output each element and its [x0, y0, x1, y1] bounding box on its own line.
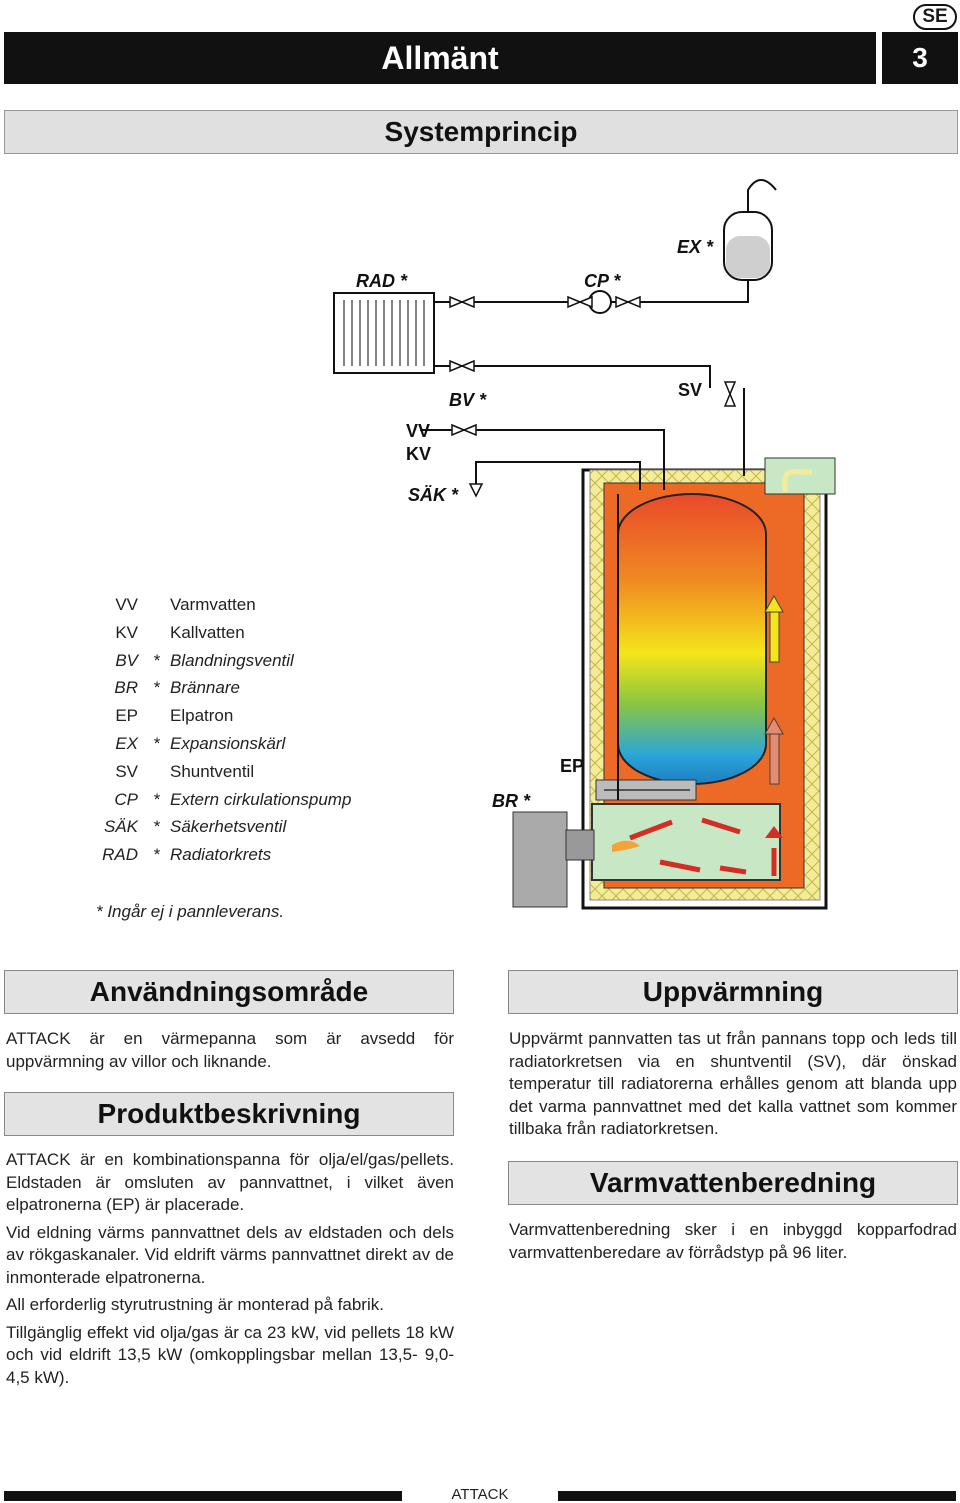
legend-abbr: BR: [114, 678, 138, 698]
legend-row: KV Kallvatten: [0, 622, 420, 644]
page-title: Allmänt: [4, 32, 876, 84]
legend-star: *: [153, 650, 161, 670]
legend-row: CP * Extern cirkulationspump: [0, 789, 420, 811]
legend-desc: Expansionskärl: [170, 734, 286, 753]
legend-abbr: RAD: [102, 845, 138, 865]
legend-desc: Kallvatten: [170, 622, 245, 642]
legend-star: *: [153, 734, 161, 753]
legend-desc: Radiatorkrets: [170, 845, 272, 865]
legend-star: *: [153, 678, 161, 698]
legend-row: RAD * Radiatorkrets: [0, 844, 420, 866]
product-paragraph: Vid eldning värms pannvattnet dels av el…: [6, 1222, 454, 1287]
top-fitting: [764, 457, 836, 495]
legend-desc: Varmvatten: [170, 595, 256, 614]
label-sak: SÄK *: [408, 485, 459, 505]
system-principle-heading: Systemprincip: [4, 110, 958, 154]
legend-desc: Blandningsventil: [170, 650, 294, 670]
legend-desc: Säkerhetsventil: [170, 817, 287, 837]
legend-abbr: CP: [114, 789, 138, 809]
product-paragraph: Tillgänglig effekt vid olja/gas är ca 23…: [6, 1322, 454, 1387]
system-diagram: RAD * CP * EX * BV * SV VV KV SÄK * BR *…: [333, 179, 836, 910]
legend-row: EP Elpatron: [0, 705, 420, 727]
page-number: 3: [882, 32, 958, 84]
hot-water-tank: [617, 493, 767, 785]
footer-bar-left: [4, 1491, 402, 1501]
legend-row: EX * Expansionskärl: [0, 733, 420, 755]
legend-abbr: VV: [115, 595, 138, 614]
legend-abbr: SÄK: [103, 817, 138, 837]
legend-row: BR * Brännare: [0, 677, 420, 699]
legend-abbr: EP: [115, 706, 138, 726]
product-heading: Produktbeskrivning: [4, 1092, 454, 1136]
legend-desc: Elpatron: [170, 706, 234, 726]
hot-water-paragraph: Varmvattenberedning sker i en inbyggd ko…: [509, 1220, 957, 1262]
legend-row: SÄK * Säkerhetsventil: [0, 816, 420, 838]
delivery-note: * Ingår ej i pannleverans.: [96, 902, 285, 921]
usage-heading: Användningsområde: [4, 970, 454, 1014]
label-bv: BV *: [449, 390, 487, 410]
legend-row: VV Varmvatten: [0, 594, 420, 616]
legend-abbr: SV: [115, 761, 138, 781]
legend-star: *: [153, 817, 161, 837]
burner: [512, 811, 568, 908]
footer-bar-right: [558, 1491, 956, 1501]
legend-desc: Extern cirkulationspump: [170, 789, 352, 809]
heating-paragraph: Uppvärmt pannvatten tas ut från pannans …: [509, 1029, 957, 1138]
label-br: BR *: [492, 791, 531, 811]
label-ex: EX *: [677, 237, 714, 257]
legend-star: *: [153, 789, 161, 809]
label-kv: KV: [406, 444, 431, 464]
hot-water-heading: Varmvattenberedning: [508, 1161, 958, 1205]
label-sv: SV: [678, 380, 702, 400]
product-paragraph: ATTACK är en kombinationspanna för olja/…: [6, 1150, 454, 1214]
legend-abbr: KV: [115, 622, 138, 642]
legend-desc: Brännare: [170, 678, 240, 698]
legend-star: *: [153, 845, 161, 865]
legend-abbr: EX: [115, 734, 138, 753]
footer-text: ATTACK: [451, 1486, 509, 1503]
legend-desc: Shuntventil: [170, 761, 255, 781]
heating-heading: Uppvärmning: [508, 970, 958, 1014]
language-badge: SE: [913, 4, 957, 30]
legend-row: BV * Blandningsventil: [0, 650, 420, 672]
label-rad: RAD *: [356, 271, 408, 291]
label-vv: VV: [406, 421, 430, 441]
legend-abbr: BV: [115, 650, 138, 670]
label-ep: EP: [560, 756, 584, 776]
legend-row: SV Shuntventil: [0, 761, 420, 783]
label-cp: CP *: [584, 271, 621, 291]
product-paragraph: All erforderlig styrutrustning är monter…: [6, 1295, 384, 1314]
usage-paragraph: ATTACK är en värmepanna som är avsedd fö…: [6, 1029, 454, 1071]
